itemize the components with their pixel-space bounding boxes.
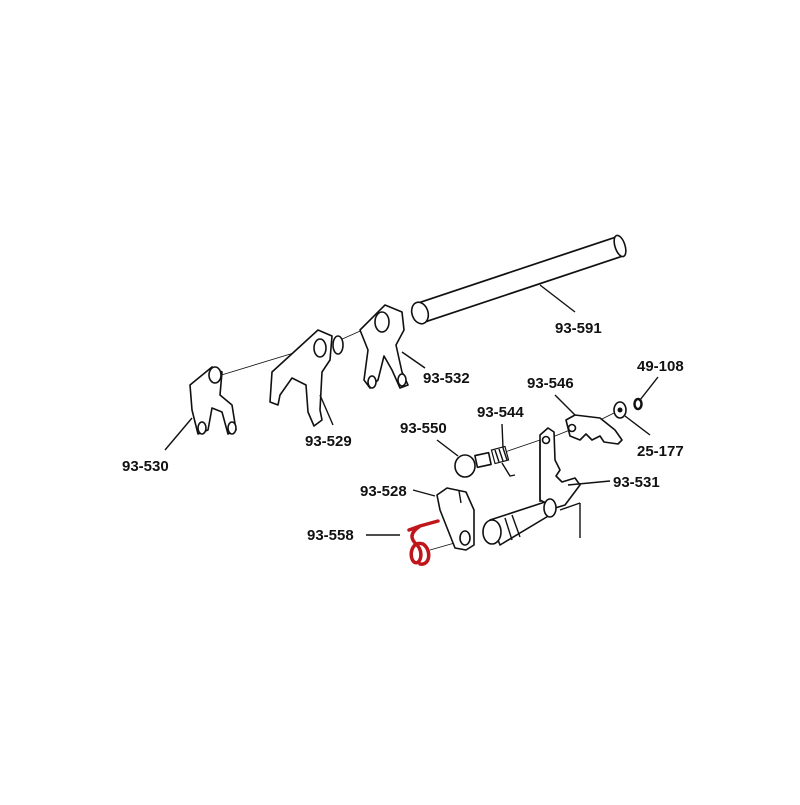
shift-shaft-93-531[interactable] — [482, 427, 581, 546]
return-spring-93-558[interactable] — [407, 519, 440, 566]
plate-93-528[interactable] — [436, 487, 475, 551]
spring-93-544[interactable] — [490, 445, 516, 477]
label-93-528: 93-528 — [360, 483, 407, 500]
pin-93-550[interactable] — [454, 451, 492, 478]
label-93-550: 93-550 — [400, 420, 447, 437]
pawl-93-546[interactable] — [565, 414, 623, 445]
fork-93-532[interactable] — [359, 304, 409, 389]
leader-lines — [164, 284, 659, 536]
label-25-177: 25-177 — [637, 443, 684, 460]
fork-93-530[interactable] — [189, 366, 237, 435]
shaft-93-591[interactable] — [409, 234, 628, 326]
clip-49-108[interactable] — [633, 397, 643, 411]
label-93-529: 93-529 — [305, 433, 352, 450]
label-93-544: 93-544 — [477, 404, 524, 421]
washer-25-177[interactable] — [613, 401, 627, 419]
fork-93-529[interactable] — [269, 329, 344, 427]
label-93-531: 93-531 — [613, 474, 660, 491]
part-labels: 93-591 93-532 93-529 93-530 93-546 49-10… — [122, 320, 684, 544]
label-93-591: 93-591 — [555, 320, 602, 337]
label-93-530: 93-530 — [122, 458, 169, 475]
label-93-546: 93-546 — [527, 375, 574, 392]
label-93-558: 93-558 — [307, 527, 354, 544]
label-49-108: 49-108 — [637, 358, 684, 375]
label-93-532: 93-532 — [423, 370, 470, 387]
